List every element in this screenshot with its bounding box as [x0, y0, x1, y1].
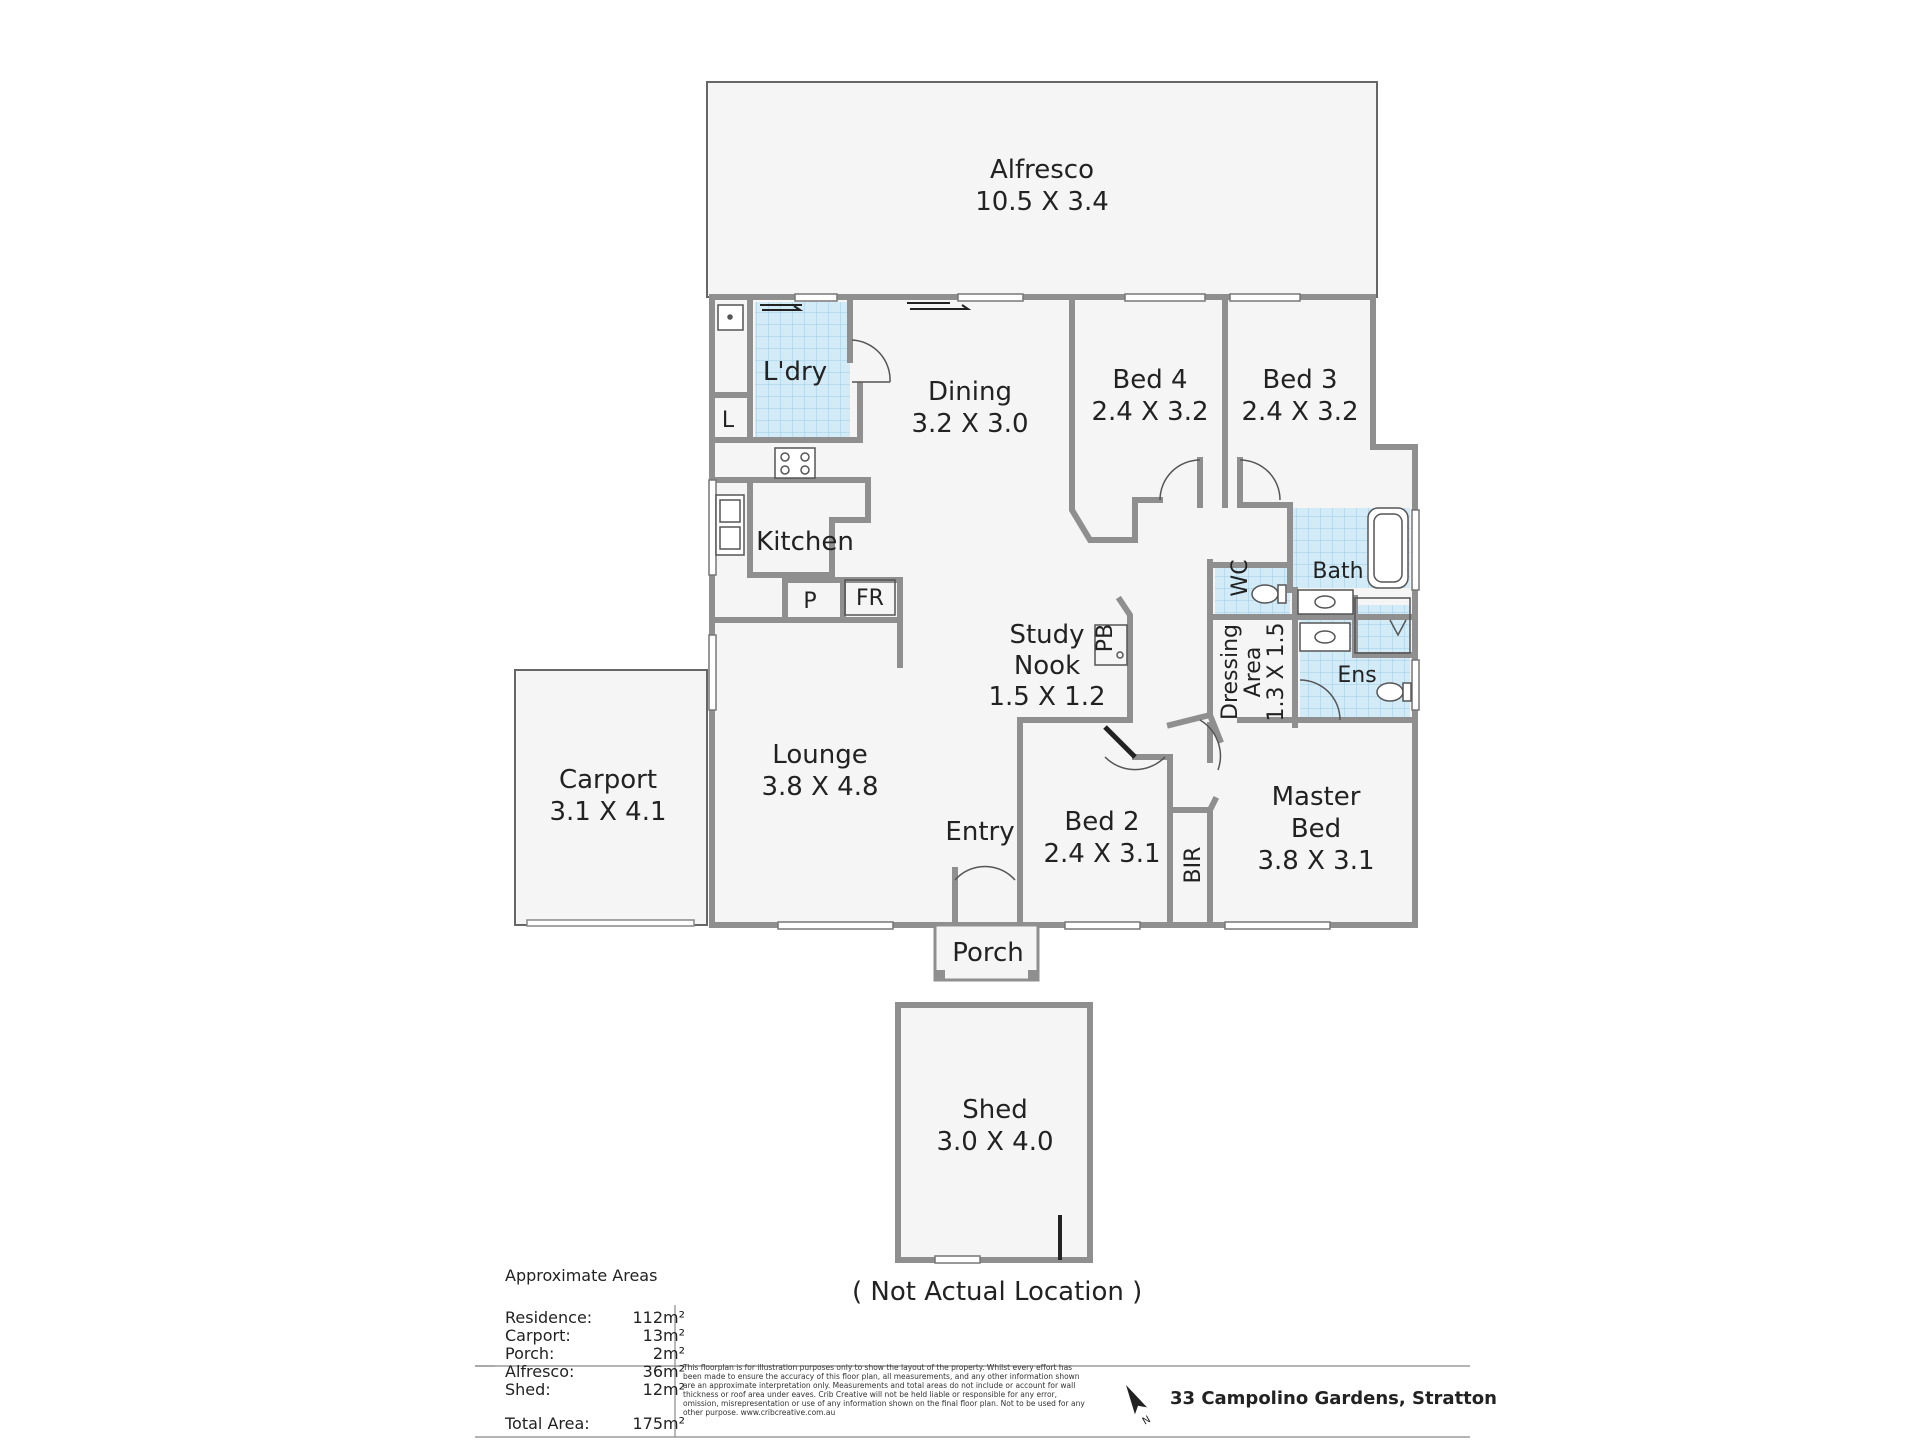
shed-dims: 3.0 X 4.0 [936, 1127, 1053, 1157]
carport-name: Carport [559, 765, 657, 795]
laundry-name: L'dry [763, 357, 827, 387]
alfresco-dims: 10.5 X 3.4 [975, 187, 1109, 217]
dining-name: Dining [928, 377, 1012, 407]
carport-dims: 3.1 X 4.1 [549, 797, 666, 827]
area-row-residence: Residence: 112m² [505, 1308, 685, 1327]
master-dims: 3.8 X 3.1 [1257, 846, 1374, 876]
sliding-door-arrows [760, 302, 972, 311]
bed3-dims: 2.4 X 3.2 [1241, 397, 1358, 427]
approximate-areas-heading: Approximate Areas [505, 1266, 658, 1285]
alfresco-name: Alfresco [990, 155, 1094, 185]
area-row-porch: Porch: 2m² [505, 1344, 685, 1363]
bath-name: Bath [1312, 559, 1363, 584]
pantry-name: P [803, 589, 816, 614]
bed2-dims: 2.4 X 3.1 [1043, 839, 1160, 869]
shower-icon [1389, 619, 1407, 637]
carport-area [514, 669, 708, 926]
laundry-floor [755, 302, 850, 437]
fixtures [715, 304, 1412, 702]
entry-name: Entry [945, 817, 1014, 847]
windows [708, 293, 1420, 930]
area-row-shed: Shed: 12m² [505, 1380, 685, 1399]
linen-name: L [722, 408, 735, 433]
study-name-line2: Nook [1014, 651, 1080, 681]
north-label: N [1141, 1414, 1153, 1427]
alfresco-area [706, 81, 1378, 298]
lounge-name: Lounge [772, 740, 867, 770]
bed2-name: Bed 2 [1064, 807, 1139, 837]
master-name-line2: Bed [1291, 814, 1341, 844]
study-dims: 1.5 X 1.2 [988, 682, 1105, 712]
bed3-name: Bed 3 [1262, 365, 1337, 395]
pb-box [1094, 624, 1128, 666]
bed4-name: Bed 4 [1112, 365, 1187, 395]
dining-dims: 3.2 X 3.0 [911, 409, 1028, 439]
ensuite-name: Ens [1337, 663, 1376, 688]
wc-name: WC [1228, 559, 1253, 596]
pb-label: PB [1093, 624, 1118, 652]
carport-front-opening [526, 919, 695, 927]
bir-name: BIR [1181, 847, 1206, 884]
porch-area [933, 923, 1040, 982]
porch-name: Porch [952, 938, 1024, 968]
cooktop-icon [774, 447, 816, 479]
area-row-alfresco: Alfresco: 36m² [505, 1362, 685, 1381]
shed-name: Shed [962, 1095, 1027, 1125]
lounge-dims: 3.8 X 4.8 [761, 772, 878, 802]
fridge-box [844, 579, 896, 616]
not-actual-location-note: ( Not Actual Location ) [852, 1277, 1143, 1307]
area-row-total: Total Area: 175m² [505, 1414, 685, 1433]
master-name-line1: Master [1272, 782, 1361, 812]
dressing-name-line1: Dressing [1218, 624, 1243, 720]
fridge-name: FR [856, 586, 884, 611]
dressing-name-line2: Area [1241, 647, 1266, 698]
kitchen-name: Kitchen [756, 527, 854, 557]
wc-toilet-icon [1251, 584, 1279, 604]
disclaimer-text: This floorplan is for illustration purpo… [683, 1363, 1085, 1417]
dressing-dims: 1.3 X 1.5 [1264, 622, 1289, 721]
study-name-line1: Study [1009, 620, 1084, 650]
north-arrow-icon: N [1126, 1384, 1153, 1428]
house-footprint [709, 294, 1418, 928]
area-row-carport: Carport: 13m² [505, 1326, 685, 1345]
property-address: 33 Campolino Gardens, Stratton [1170, 1388, 1497, 1409]
footer-rules [475, 1305, 1470, 1438]
ensuite-toilet-icon [1376, 682, 1404, 702]
bed4-dims: 2.4 X 3.2 [1091, 397, 1208, 427]
interior-walls [709, 297, 1418, 928]
